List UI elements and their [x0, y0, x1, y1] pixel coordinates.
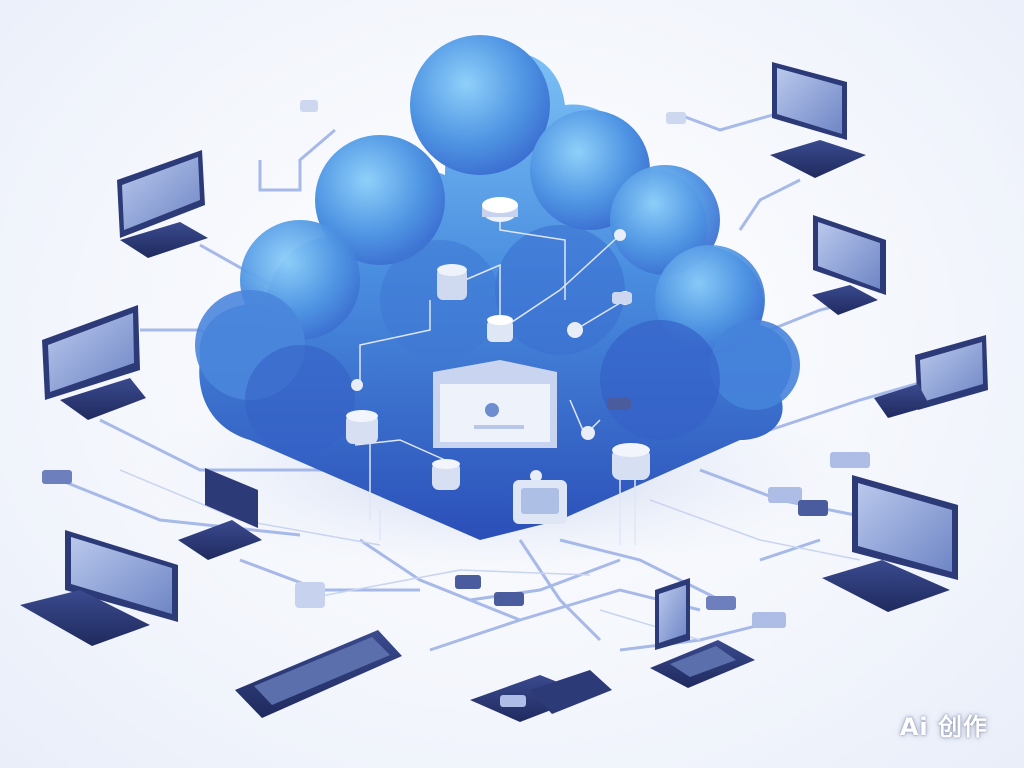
laptop-icon [650, 640, 755, 688]
tablet-icon [655, 578, 690, 650]
laptop-icon [822, 475, 958, 612]
hub-icon [530, 470, 542, 482]
laptop-icon [874, 335, 988, 418]
server-node-icon [487, 315, 513, 342]
hub-icon [614, 229, 626, 241]
monitor-icon [513, 480, 567, 524]
laptop-icon [470, 670, 612, 722]
hub-icon [42, 100, 870, 707]
server-node-icon [612, 443, 650, 480]
server-node-icon [482, 197, 518, 222]
monitor-icon [178, 468, 262, 560]
laptop-icon [42, 305, 146, 420]
monitor-icon [812, 215, 886, 315]
hub-icon [581, 426, 595, 440]
server-node-icon [346, 410, 378, 444]
laptop-icon [20, 530, 178, 646]
monitor-icon [433, 360, 557, 448]
watermark-logo: Ai 创作 [899, 713, 988, 741]
tablet-icon [235, 630, 402, 718]
monitor-icon [117, 150, 208, 258]
hub-icon [567, 322, 583, 338]
hub-icon [351, 379, 363, 391]
server-node-icon [437, 264, 467, 300]
server-node-icon [432, 459, 460, 490]
monitor-icon [770, 62, 866, 178]
